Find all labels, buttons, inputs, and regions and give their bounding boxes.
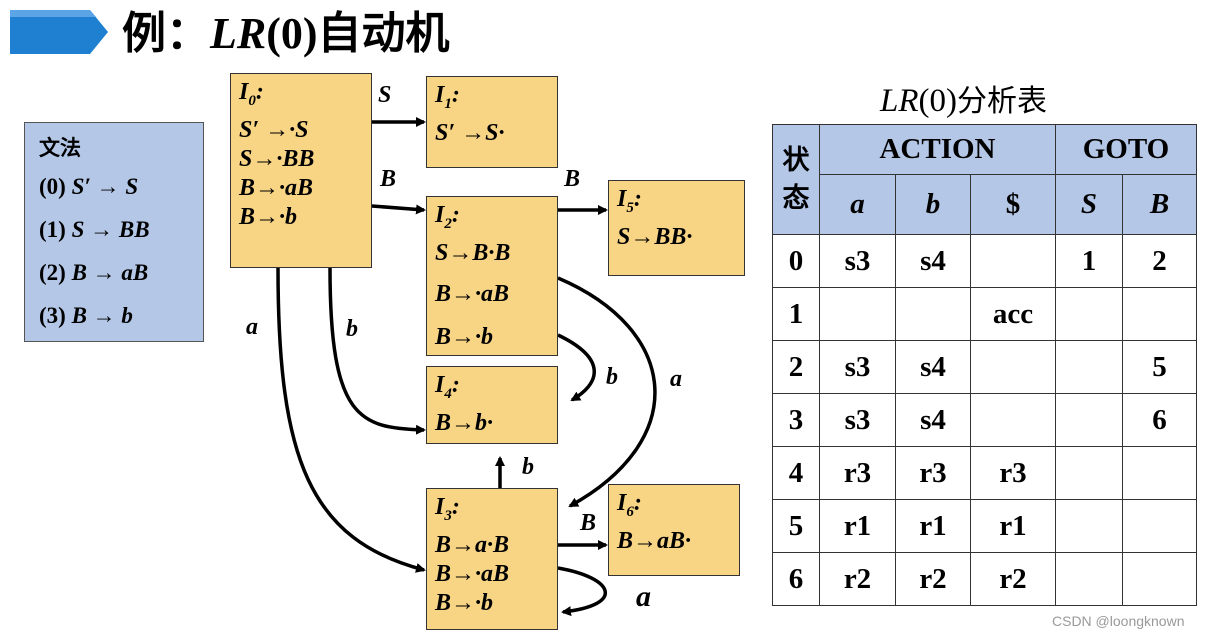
arrow-I2-I3 — [557, 276, 657, 508]
state-number-cell: 2 — [772, 340, 820, 394]
grammar-rule-0: (0) S′ → S — [39, 174, 139, 199]
edge-label-b-I0-I4: b — [346, 316, 358, 342]
table-caption: LR(0)分析表 — [880, 83, 1047, 119]
state-label: I0: — [239, 79, 264, 109]
edge-label-b-I2-I4: b — [606, 364, 618, 390]
table-cell: r1 — [970, 499, 1056, 553]
table-cell — [970, 393, 1056, 447]
table-cell: r3 — [970, 446, 1056, 500]
edge-label-B-I3-I6: B — [580, 510, 597, 536]
table-cell: r1 — [895, 499, 971, 553]
table-cell: s3 — [819, 234, 896, 288]
table-row: 1 acc — [772, 287, 1197, 341]
state-I1: I1: S′ →S· — [426, 76, 558, 168]
edge-label-S: S — [378, 82, 392, 108]
grammar-rule-2: (2) B → aB — [39, 260, 149, 285]
arrow-I3-I3 — [557, 566, 608, 617]
edge-label-a-I2-I3: a — [670, 366, 682, 392]
goto-header: GOTO — [1055, 124, 1197, 175]
table-cell: r2 — [819, 552, 896, 606]
arrow-I0-I2 — [371, 204, 426, 215]
col-header-b: b — [895, 174, 971, 235]
grammar-box: 文法 (0) S′ → S (1) S → BB (2) B → aB (3) … — [24, 122, 204, 342]
col-header-dollar: $ — [970, 174, 1056, 235]
table-cell — [1055, 446, 1123, 500]
col-header-a: a — [819, 174, 896, 235]
table-cell: 5 — [1122, 340, 1197, 394]
table-cell: r2 — [970, 552, 1056, 606]
state-label: I3: — [435, 494, 460, 524]
state-number-cell: 5 — [772, 499, 820, 553]
table-cell — [970, 234, 1056, 288]
state-I5: I5: S→BB· — [608, 180, 745, 276]
table-cell — [1055, 287, 1123, 341]
state-I2: I2: S→B·B B→·aB B→·b — [426, 196, 558, 356]
arrow-I2-I4 — [557, 333, 596, 402]
table-cell: s3 — [819, 340, 896, 394]
table-cell — [970, 340, 1056, 394]
state-label: I6: — [617, 490, 642, 520]
table-cell: s4 — [895, 340, 971, 394]
col-header-B: B — [1122, 174, 1197, 235]
col-header-S: S — [1055, 174, 1123, 235]
edge-label-B-I5: B — [564, 166, 581, 192]
state-number-cell: 4 — [772, 446, 820, 500]
table-cell: acc — [970, 287, 1056, 341]
table-cell: r3 — [819, 446, 896, 500]
table-cell: r3 — [895, 446, 971, 500]
title-banner-icon — [10, 10, 108, 54]
state-number-cell: 1 — [772, 287, 820, 341]
arrow-I0-I4 — [328, 267, 426, 435]
state-number-cell: 0 — [772, 234, 820, 288]
table-cell: s4 — [895, 234, 971, 288]
watermark: CSDN @loongknown — [1052, 613, 1185, 629]
table-cell: s4 — [895, 393, 971, 447]
table-cell: 2 — [1122, 234, 1197, 288]
action-header: ACTION — [819, 124, 1056, 175]
table-cell: s3 — [819, 393, 896, 447]
state-label: I5: — [617, 186, 642, 216]
table-cell — [1122, 446, 1197, 500]
grammar-rule-1: (1) S → BB — [39, 217, 150, 242]
arrow-I0-I3 — [276, 267, 426, 573]
table-cell: r1 — [819, 499, 896, 553]
table-cell — [1122, 499, 1197, 553]
table-cell: r2 — [895, 552, 971, 606]
state-number-cell: 3 — [772, 393, 820, 447]
edge-label-b-I3-I4: b — [522, 454, 534, 480]
table-cell — [1055, 552, 1123, 606]
table-cell — [1122, 287, 1197, 341]
grammar-heading: 文法 — [39, 136, 81, 160]
table-cell — [1055, 499, 1123, 553]
state-I0: I0: S′ →·S S→·BB B→·aB B→·b — [230, 73, 372, 268]
state-I6: I6: B→aB· — [608, 484, 740, 576]
table-cell — [1055, 393, 1123, 447]
state-number-cell: 6 — [772, 552, 820, 606]
table-cell — [1122, 552, 1197, 606]
state-label: I2: — [435, 202, 460, 232]
grammar-rule-3: (3) B → b — [39, 303, 133, 328]
table-cell — [895, 287, 971, 341]
page-title: 例：LR(0)自动机 — [122, 8, 450, 59]
state-label: I1: — [435, 82, 460, 112]
state-I3: I3: B→a·B B→·aB B→·b — [426, 488, 558, 630]
edge-label-a-self: a — [636, 580, 651, 613]
edge-label-a-I0-I3: a — [246, 314, 258, 340]
table-cell: 1 — [1055, 234, 1123, 288]
state-label: I4: — [435, 372, 460, 402]
state-header: 状态 — [772, 124, 820, 235]
table-cell — [819, 287, 896, 341]
table-cell: 6 — [1122, 393, 1197, 447]
edge-label-B-I2: B — [380, 166, 397, 192]
table-cell — [1055, 340, 1123, 394]
state-I4: I4: B→b· — [426, 366, 558, 444]
